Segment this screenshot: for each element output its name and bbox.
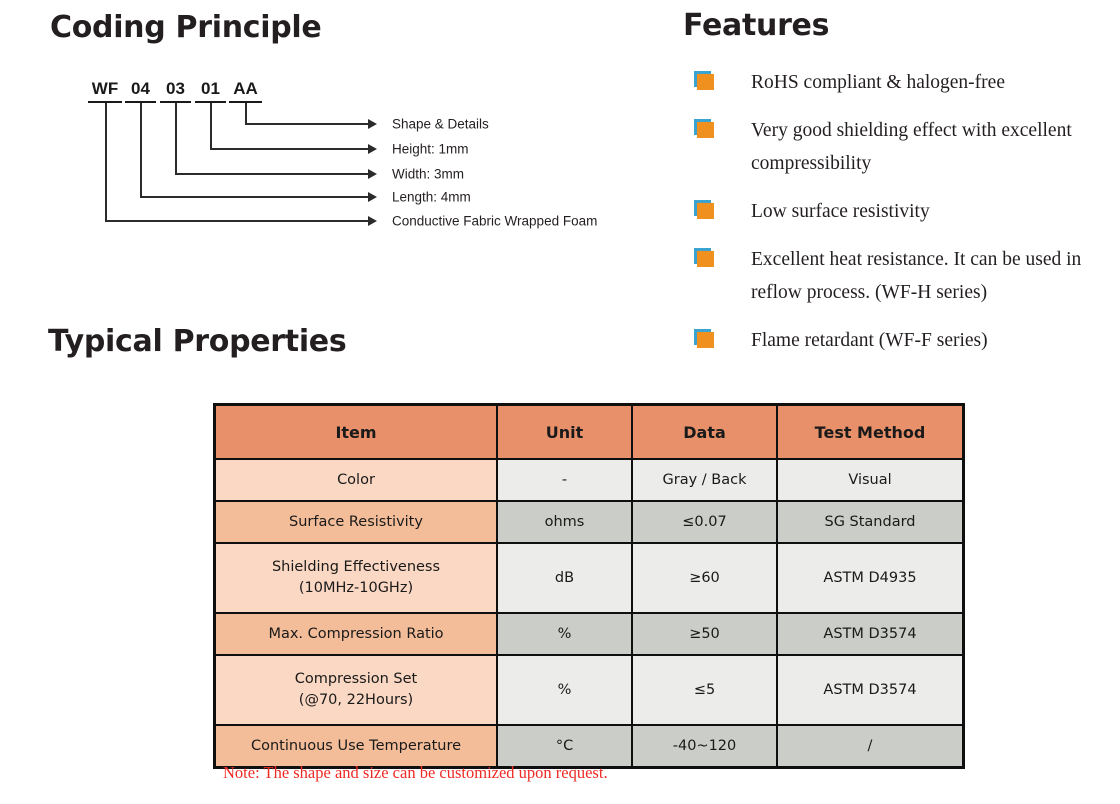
cell-data: ≤5 — [631, 654, 778, 726]
leader-line-horizontal — [175, 173, 368, 175]
column-header-test-method: Test Method — [776, 403, 965, 460]
code-token-03: 03 — [166, 79, 185, 98]
cell-unit: °C — [496, 724, 633, 769]
cell-unit: dB — [496, 542, 633, 614]
table-note: Note: The shape and size can be customiz… — [223, 763, 608, 782]
cell-data: Gray / Back — [631, 458, 778, 502]
cell-data: ≥50 — [631, 612, 778, 656]
column-header-data: Data — [631, 403, 778, 460]
table-header-row: Item Unit Data Test Method — [213, 403, 965, 460]
leader-label: Length: 4mm — [392, 189, 471, 205]
leader-line-vertical — [175, 103, 177, 174]
code-token-aa: AA — [233, 79, 258, 98]
leader-line-vertical — [140, 103, 142, 197]
cell-unit: % — [496, 654, 633, 726]
leader-label: Conductive Fabric Wrapped Foam — [392, 213, 598, 229]
leader-line-horizontal — [105, 220, 368, 222]
cell-unit: % — [496, 612, 633, 656]
code-token-01: 01 — [201, 79, 220, 98]
cell-data: ≥60 — [631, 542, 778, 614]
leader-label: Height: 1mm — [392, 141, 469, 157]
code-token-04: 04 — [131, 79, 150, 98]
cell-item: Continuous Use Temperature — [213, 724, 498, 769]
cell-test-method: / — [776, 724, 965, 769]
cell-test-method: ASTM D3574 — [776, 654, 965, 726]
bullet-square-icon — [694, 200, 716, 220]
bullet-square-front — [697, 332, 714, 348]
cell-data: -40~120 — [631, 724, 778, 769]
column-header-item: Item — [213, 403, 498, 460]
cell-item: Color — [213, 458, 498, 502]
leader-line-horizontal — [140, 196, 368, 198]
cell-test-method: ASTM D3574 — [776, 612, 965, 656]
leader-line-horizontal — [245, 123, 368, 125]
bullet-square-icon — [694, 329, 716, 349]
feature-text: Low surface resistivity — [751, 201, 930, 222]
page-title-features: Features — [683, 8, 830, 43]
leader-arrow-icon — [368, 216, 377, 226]
feature-list-item: Low surface resistivity — [694, 195, 1106, 228]
cell-item: Shielding Effectiveness(10MHz-10GHz) — [213, 542, 498, 614]
page-title-coding-principle: Coding Principle — [50, 10, 322, 45]
code-token-underline — [125, 101, 156, 103]
cell-item: Surface Resistivity — [213, 500, 498, 544]
feature-list-item: Excellent heat resistance. It can be use… — [694, 243, 1106, 309]
leader-line-vertical — [245, 103, 247, 124]
table-row: Shielding Effectiveness(10MHz-10GHz)dB≥6… — [213, 542, 965, 614]
leader-line-vertical — [210, 103, 212, 149]
code-token-underline — [88, 101, 122, 103]
column-header-unit: Unit — [496, 403, 633, 460]
bullet-square-front — [697, 74, 714, 90]
leader-line-horizontal — [210, 148, 368, 150]
leader-line-vertical — [105, 103, 107, 221]
cell-unit: ohms — [496, 500, 633, 544]
code-token-wf: WF — [91, 79, 119, 98]
feature-text: Flame retardant (WF-F series) — [751, 330, 988, 351]
feature-list-item: Flame retardant (WF-F series) — [694, 324, 1106, 357]
bullet-square-front — [697, 203, 714, 219]
cell-data: ≤0.07 — [631, 500, 778, 544]
cell-item: Max. Compression Ratio — [213, 612, 498, 656]
cell-test-method: Visual — [776, 458, 965, 502]
feature-list-item: RoHS compliant & halogen-free — [694, 66, 1106, 99]
feature-text: Very good shielding effect with excellen… — [751, 120, 1072, 174]
feature-text: RoHS compliant & halogen-free — [751, 72, 1005, 93]
leader-label: Shape & Details — [392, 116, 489, 132]
code-token-underline — [160, 101, 191, 103]
bullet-square-front — [697, 122, 714, 138]
leader-arrow-icon — [368, 144, 377, 154]
code-token-underline — [229, 101, 262, 103]
cell-item: Compression Set(@70, 22Hours) — [213, 654, 498, 726]
bullet-square-icon — [694, 71, 716, 91]
leader-label: Width: 3mm — [392, 166, 465, 182]
bullet-square-icon — [694, 248, 716, 268]
typical-properties-table: Item Unit Data Test Method Color-Gray / … — [213, 403, 965, 769]
table-header: Item Unit Data Test Method — [213, 403, 965, 460]
table-row: Continuous Use Temperature°C-40~120/ — [213, 724, 965, 769]
feature-text: Excellent heat resistance. It can be use… — [751, 249, 1082, 303]
feature-list-item: Very good shielding effect with excellen… — [694, 114, 1106, 180]
code-token-underline — [195, 101, 226, 103]
leader-arrow-icon — [368, 192, 377, 202]
bullet-square-icon — [694, 119, 716, 139]
bullet-square-front — [697, 251, 714, 267]
cell-unit: - — [496, 458, 633, 502]
cell-test-method: ASTM D4935 — [776, 542, 965, 614]
page-title-typical-properties: Typical Properties — [48, 324, 347, 359]
cell-test-method: SG Standard — [776, 500, 965, 544]
leader-arrow-icon — [368, 169, 377, 179]
leader-arrow-icon — [368, 119, 377, 129]
